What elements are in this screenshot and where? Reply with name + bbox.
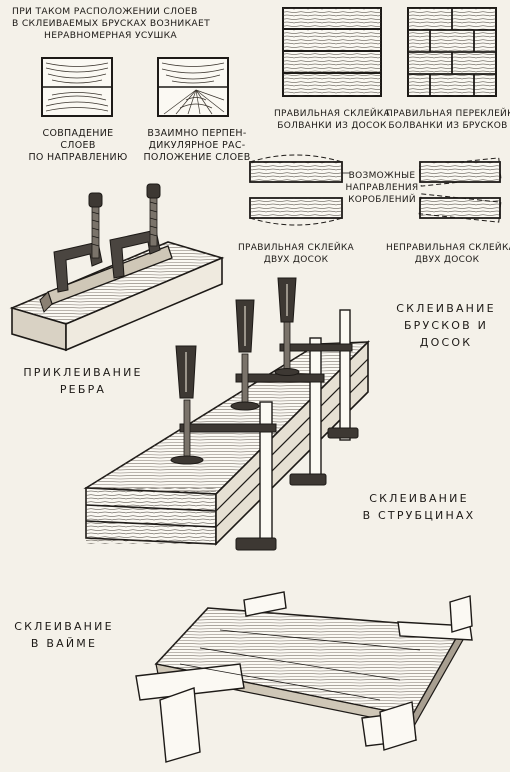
label-correct-two-boards: ПРАВИЛЬНАЯ СКЛЕЙКА ДВУХ ДОСОК xyxy=(228,242,364,266)
label-line: СОВПАДЕНИЕ xyxy=(42,128,114,139)
label-vise-gluing: СКЛЕИВАНИЕ В ВАЙМЕ xyxy=(4,618,124,652)
label-grain-perpendicular: ВЗАИМНО ПЕРПЕН- ДИКУЛЯРНОЕ РАС- ПОЛОЖЕНИ… xyxy=(138,128,256,164)
label-line: ВОЗМОЖНЫЕ xyxy=(348,171,416,181)
grain-perpendicular-square xyxy=(157,57,229,117)
label-line: В ВАЙМЕ xyxy=(30,637,98,650)
clamp-gluing-drawing xyxy=(83,277,371,551)
label-line: ПРАВИЛЬНАЯ СКЛЕЙКА xyxy=(237,243,355,253)
label-line: СКЛЕИВАНИЕ xyxy=(14,620,114,633)
label-line: ПРАВИЛЬНАЯ ПЕРЕКЛЕЙКА xyxy=(386,109,510,119)
edge-gluing-drawing xyxy=(9,183,225,352)
label-clamp-gluing: СКЛЕИВАНИЕ В СТРУБЦИНАХ xyxy=(344,490,494,524)
label-line: СКЛЕИВАНИЕ xyxy=(369,492,469,505)
label-line: ДОСОК xyxy=(419,336,473,349)
label-warp-directions: ВОЗМОЖНЫЕ НАПРАВЛЕНИЯ КОРОБЛЕНИЙ xyxy=(340,170,424,206)
label-line: ДВУХ ДОСОК xyxy=(263,255,329,265)
label-line: НАПРАВЛЕНИЯ xyxy=(345,183,419,193)
label-line: ПРАВИЛЬНАЯ СКЛЕЙКА xyxy=(273,109,391,119)
grain-matching-square xyxy=(41,57,113,117)
label-line: БОЛВАНКИ ИЗ БРУСКОВ xyxy=(388,121,508,131)
blank-from-boards xyxy=(282,7,382,97)
label-line: СКЛЕИВАНИЕ xyxy=(396,302,496,315)
incorrect-two-boards xyxy=(418,157,502,223)
label-grain-matching: СОВПАДЕНИЕ СЛОЕВ ПО НАПРАВЛЕНИЮ xyxy=(22,128,134,164)
label-line: РЕБРА xyxy=(59,383,107,396)
correct-two-boards xyxy=(249,154,350,226)
header-note-line: НЕРАВНОМЕРНАЯ УСУШКА xyxy=(44,30,177,41)
vise-gluing-drawing xyxy=(135,591,473,763)
label-incorrect-two-boards: НЕПРАВИЛЬНАЯ СКЛЕЙКА ДВУХ ДОСОК xyxy=(386,242,510,266)
label-edge-gluing: ПРИКЛЕИВАНИЕ РЕБРА xyxy=(8,364,158,398)
label-line: КОРОБЛЕНИЙ xyxy=(348,195,416,205)
label-line: НЕПРАВИЛЬНАЯ СКЛЕЙКА xyxy=(386,243,510,253)
label-line: ПРИКЛЕИВАНИЕ xyxy=(23,366,143,379)
label-blank-from-bars: ПРАВИЛЬНАЯ ПЕРЕКЛЕЙКА БОЛВАНКИ ИЗ БРУСКО… xyxy=(386,108,510,132)
label-line: ПО НАПРАВЛЕНИЮ xyxy=(28,152,128,163)
label-line: СЛОЕВ xyxy=(60,140,96,151)
header-note-line: В СКЛЕИВАЕМЫХ БРУСКАХ ВОЗНИКАЕТ xyxy=(12,18,210,29)
label-line: ВЗАИМНО ПЕРПЕН- xyxy=(147,128,247,139)
label-bars-boards-gluing: СКЛЕИВАНИЕ БРУСКОВ И ДОСОК xyxy=(384,300,508,351)
label-line: В СТРУБЦИНАХ xyxy=(362,509,476,522)
label-line: БРУСКОВ И xyxy=(403,319,489,332)
label-blank-from-boards: ПРАВИЛЬНАЯ СКЛЕЙКА БОЛВАНКИ ИЗ ДОСОК xyxy=(262,108,402,132)
header-note-line: ПРИ ТАКОМ РАСПОЛОЖЕНИИ СЛОЕВ xyxy=(12,6,198,17)
header-note: ПРИ ТАКОМ РАСПОЛОЖЕНИИ СЛОЕВ В СКЛЕИВАЕМ… xyxy=(12,6,252,42)
label-line: ДИКУЛЯРНОЕ РАС- xyxy=(148,140,246,151)
label-line: ДВУХ ДОСОК xyxy=(414,255,480,265)
label-line: БОЛВАНКИ ИЗ ДОСОК xyxy=(277,121,387,131)
label-line: ПОЛОЖЕНИЕ СЛОЕВ xyxy=(143,152,251,163)
blank-from-bars xyxy=(407,7,497,97)
